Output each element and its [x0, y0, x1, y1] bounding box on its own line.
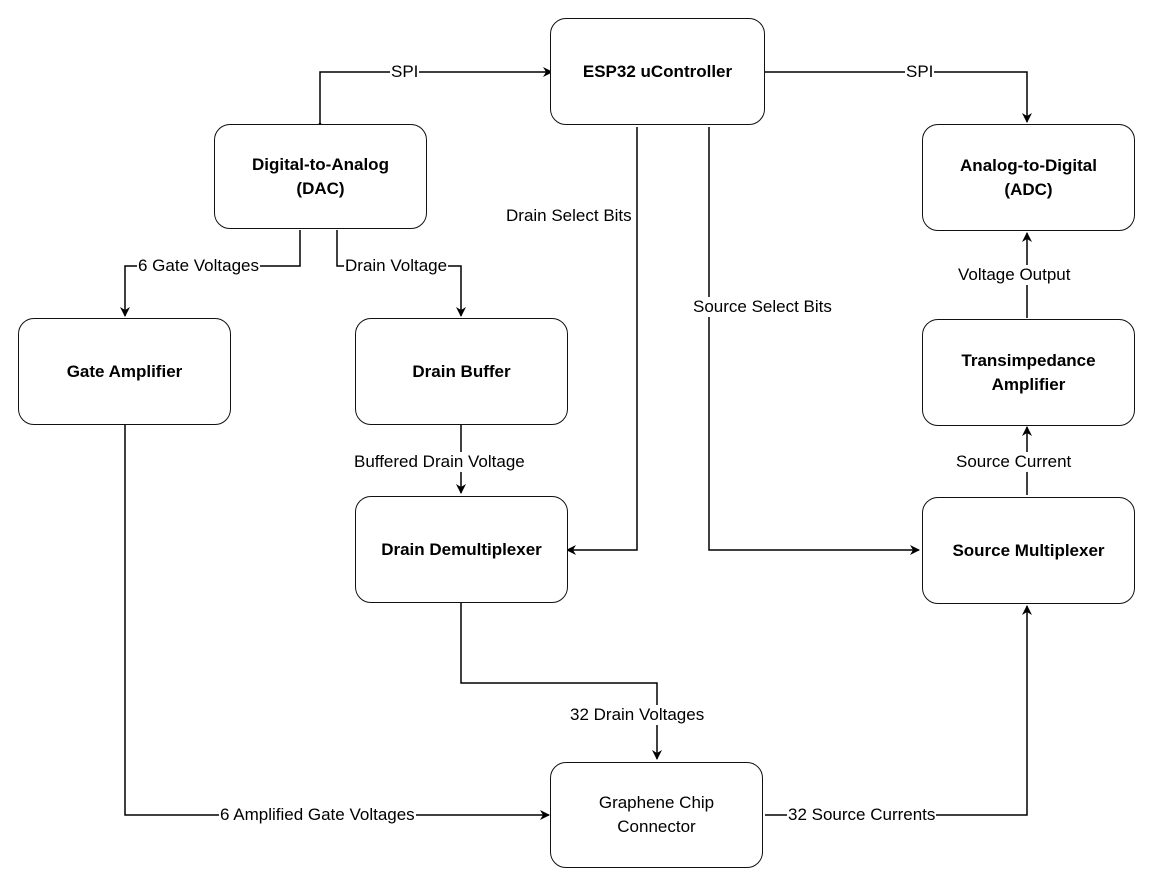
node-gate-amplifier: Gate Amplifier — [18, 318, 231, 425]
gate-amplifier-label: Gate Amplifier — [66, 361, 183, 381]
label-spi-left: SPI — [390, 62, 420, 82]
node-source-multiplexer: Source Multiplexer — [922, 497, 1135, 604]
tia-label-line2: Amplifier — [991, 374, 1066, 394]
dac-label-line2: (DAC) — [296, 178, 345, 198]
edge-32-source — [765, 605, 1032, 816]
label-buffered-drain-voltage: Buffered Drain Voltage — [353, 452, 526, 472]
label-source-select-bits: Source Select Bits — [692, 297, 833, 317]
label-drain-select-bits: Drain Select Bits — [505, 206, 633, 226]
drain-buffer-label: Drain Buffer — [412, 361, 511, 381]
node-drain-demultiplexer: Drain Demultiplexer — [355, 496, 568, 603]
label-source-current: Source Current — [955, 452, 1073, 472]
edge-32-drain — [460, 603, 662, 760]
node-esp32: ESP32 uController — [550, 18, 765, 125]
label-spi-right: SPI — [905, 62, 935, 82]
label-amplified-gate-voltages: 6 Amplified Gate Voltages — [219, 805, 416, 825]
chip-label-line2: Connector — [617, 817, 696, 836]
edge-drain-select — [566, 127, 638, 555]
chip-label-line1: Graphene Chip — [598, 793, 715, 812]
node-graphene-chip-connector: Graphene Chip Connector — [550, 762, 763, 868]
label-32-drain-voltages: 32 Drain Voltages — [569, 705, 706, 725]
edge-amplified-gate — [124, 425, 550, 820]
node-drain-buffer: Drain Buffer — [355, 318, 568, 425]
adc-label-line1: Analog-to-Digital — [960, 155, 1097, 175]
source-mux-label: Source Multiplexer — [952, 540, 1105, 560]
label-drain-voltage: Drain Voltage — [344, 256, 449, 276]
dac-label-line1: Digital-to-Analog — [252, 154, 389, 174]
esp32-label: ESP32 uController — [582, 61, 733, 81]
label-gate-voltages: 6 Gate Voltages — [137, 256, 260, 276]
tia-label-line1: Transimpedance — [961, 350, 1096, 370]
label-32-source-currents: 32 Source Currents — [787, 805, 937, 825]
node-adc: Analog-to-Digital (ADC) — [922, 124, 1135, 231]
node-dac: Digital-to-Analog (DAC) — [214, 124, 427, 229]
drain-demux-label: Drain Demultiplexer — [381, 539, 542, 559]
label-voltage-output: Voltage Output — [957, 265, 1072, 285]
edge-spi-adc — [756, 67, 1032, 123]
edge-source-select — [708, 127, 920, 555]
node-transimpedance-amplifier: Transimpedance Amplifier — [922, 319, 1135, 426]
adc-label-line2: (ADC) — [1004, 179, 1053, 199]
edge-spi-dac — [315, 67, 553, 131]
